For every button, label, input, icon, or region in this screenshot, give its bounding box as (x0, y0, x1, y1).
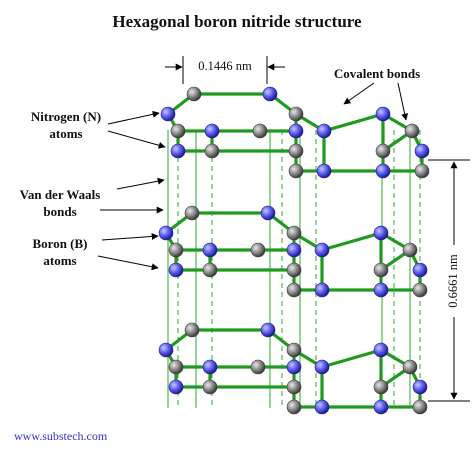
nitrogen-atom (202, 359, 218, 375)
boron-atom (404, 123, 420, 139)
boron-atom (184, 205, 200, 221)
boron-atom (286, 399, 302, 415)
nitrogen-atom (170, 143, 186, 159)
boron-atom (168, 359, 184, 375)
nitrogen-atom (260, 205, 276, 221)
nitrogen-atom (412, 262, 428, 278)
covalent-bond (322, 112, 385, 133)
boron-atom (288, 106, 304, 122)
nitrogen-atom (373, 342, 389, 358)
boron-atom (286, 262, 302, 278)
nitrogen-atom (168, 262, 184, 278)
nitrogen-atom (202, 242, 218, 258)
boron-atom (288, 143, 304, 159)
boron-atom (373, 262, 389, 278)
boron-atom (286, 342, 302, 358)
boron-atom (414, 163, 430, 179)
boron-atom (250, 242, 266, 258)
boron-atom (412, 282, 428, 298)
nitrogen-atom (286, 359, 302, 375)
boron-label-line1: Boron (B) (32, 236, 87, 251)
nitrogen-atom (314, 359, 330, 375)
boron-atom (168, 242, 184, 258)
boron-atom (373, 379, 389, 395)
boron-atom (186, 86, 202, 102)
boron-atom (184, 322, 200, 338)
interlayer-label: 0.6661 nm (446, 254, 460, 308)
nitrogen-atom (412, 379, 428, 395)
boron-atom (286, 282, 302, 298)
boron-atom (288, 163, 304, 179)
vdw-label-line1: Van der Waals (20, 187, 101, 202)
bond-length-dimension: 0.1446 nm (165, 56, 285, 84)
boron-atom (286, 379, 302, 395)
boron-label-line2: atoms (43, 253, 76, 268)
source-url: www.substech.com (14, 429, 108, 443)
nitrogen-atom (314, 399, 330, 415)
nitrogen-atom (373, 399, 389, 415)
covalent-bonds-label: Covalent bonds (334, 66, 420, 81)
nitrogen-atom (316, 123, 332, 139)
covalent-bond (320, 231, 383, 252)
nitrogen-label-line1: Nitrogen (N) (31, 109, 101, 124)
nitrogen-atom (160, 106, 176, 122)
interlayer-dimension: 0.6661 nm (428, 159, 470, 402)
figure-title: Hexagonal boron nitride structure (112, 12, 362, 31)
nitrogen-atom (375, 163, 391, 179)
nitrogen-atom (204, 123, 220, 139)
nitrogen-atom (262, 86, 278, 102)
nitrogen-atom (314, 282, 330, 298)
boron-atom (412, 399, 428, 415)
boron-atom (252, 123, 268, 139)
nitrogen-atom (168, 379, 184, 395)
nitrogen-label-line2: atoms (49, 126, 82, 141)
boron-atom (202, 379, 218, 395)
boron-atom (204, 143, 220, 159)
covalent-bond (320, 348, 383, 369)
boron-atom (402, 242, 418, 258)
nitrogen-atom (158, 225, 174, 241)
boron-atom (402, 359, 418, 375)
nitrogen-atom (414, 143, 430, 159)
boron-atom (286, 225, 302, 241)
nitrogen-atom (158, 342, 174, 358)
vdw-label-line2: bonds (43, 204, 76, 219)
boron-atom (170, 123, 186, 139)
atom-layer (158, 86, 430, 415)
boron-atom (375, 143, 391, 159)
boron-atom (250, 359, 266, 375)
nitrogen-atom (375, 106, 391, 122)
nitrogen-atom (286, 242, 302, 258)
nitrogen-atom (260, 322, 276, 338)
boron-atom (202, 262, 218, 278)
nitrogen-atom (314, 242, 330, 258)
nitrogen-atom (316, 163, 332, 179)
nitrogen-atom (373, 225, 389, 241)
nitrogen-atom (288, 123, 304, 139)
bond-length-label: 0.1446 nm (198, 59, 252, 73)
nitrogen-atom (373, 282, 389, 298)
